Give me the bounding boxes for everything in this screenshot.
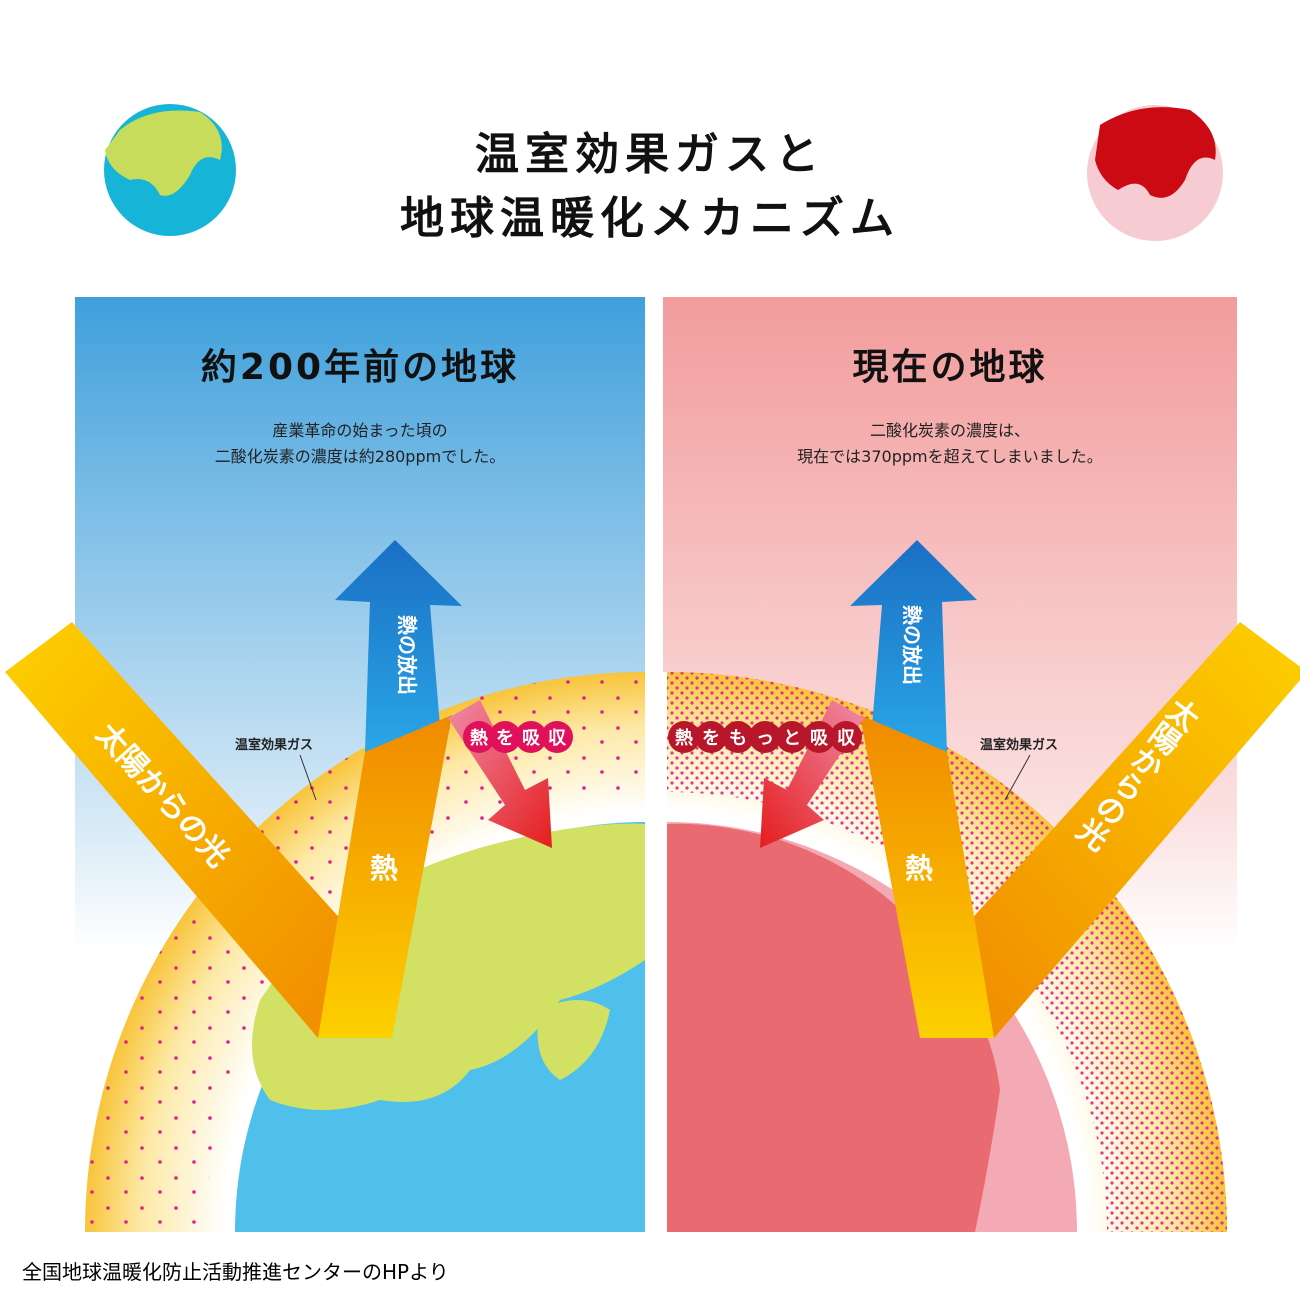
heat-release-label-left: 熱の放出 — [395, 615, 419, 695]
svg-text:熱: 熱 — [470, 727, 488, 749]
svg-text:収: 収 — [837, 728, 856, 749]
right-panel-heading: 現在の地球 — [852, 347, 1048, 388]
heat-release-arrow-left — [335, 540, 462, 752]
sunlight-arrow-left — [5, 622, 355, 1038]
svg-text:熱: 熱 — [675, 727, 693, 749]
svg-text:も: も — [729, 728, 747, 749]
heat-label-right: 熱 — [905, 852, 933, 885]
globe-past-icon — [104, 104, 236, 236]
heat-label-left: 熱 — [370, 852, 398, 885]
right-panel-description: 二酸化炭素の濃度は、 現在では370ppmを超えてしまいました。 — [797, 421, 1103, 466]
absorb-badge-left: 熱 を 吸 収 — [463, 721, 573, 753]
heat-release-label-right: 熱の放出 — [900, 605, 924, 685]
source-footer: 全国地球温暖化防止活動推進センターのHPより — [22, 1260, 449, 1284]
heat-release-arrow-right — [850, 540, 977, 752]
globe-present-icon — [1087, 105, 1223, 241]
absorb-badge-right: 熱 を も っ と 吸 収 — [668, 721, 862, 753]
svg-text:を: を — [702, 728, 720, 749]
svg-text:吸: 吸 — [522, 728, 541, 749]
main-title-line1: 温室効果ガスと — [475, 129, 825, 180]
heat-arrow-right — [860, 715, 994, 1038]
sunlight-arrow-right — [957, 622, 1300, 1038]
gas-label-right: 温室効果ガス — [980, 738, 1059, 753]
left-panel-description: 産業革命の始まった頃の 二酸化炭素の濃度は約280ppmでした。 — [214, 421, 506, 466]
heat-arrow-left — [318, 715, 452, 1038]
svg-text:っ: っ — [756, 728, 774, 749]
svg-text:吸: 吸 — [810, 728, 829, 749]
svg-text:収: 収 — [548, 728, 567, 749]
svg-text:と: と — [783, 728, 801, 749]
main-title-line2: 地球温暖化メカニズム — [400, 193, 900, 244]
gas-label-left: 温室効果ガス — [235, 738, 314, 753]
svg-text:を: を — [496, 728, 514, 749]
left-panel-heading: 約200年前の地球 — [200, 347, 520, 388]
